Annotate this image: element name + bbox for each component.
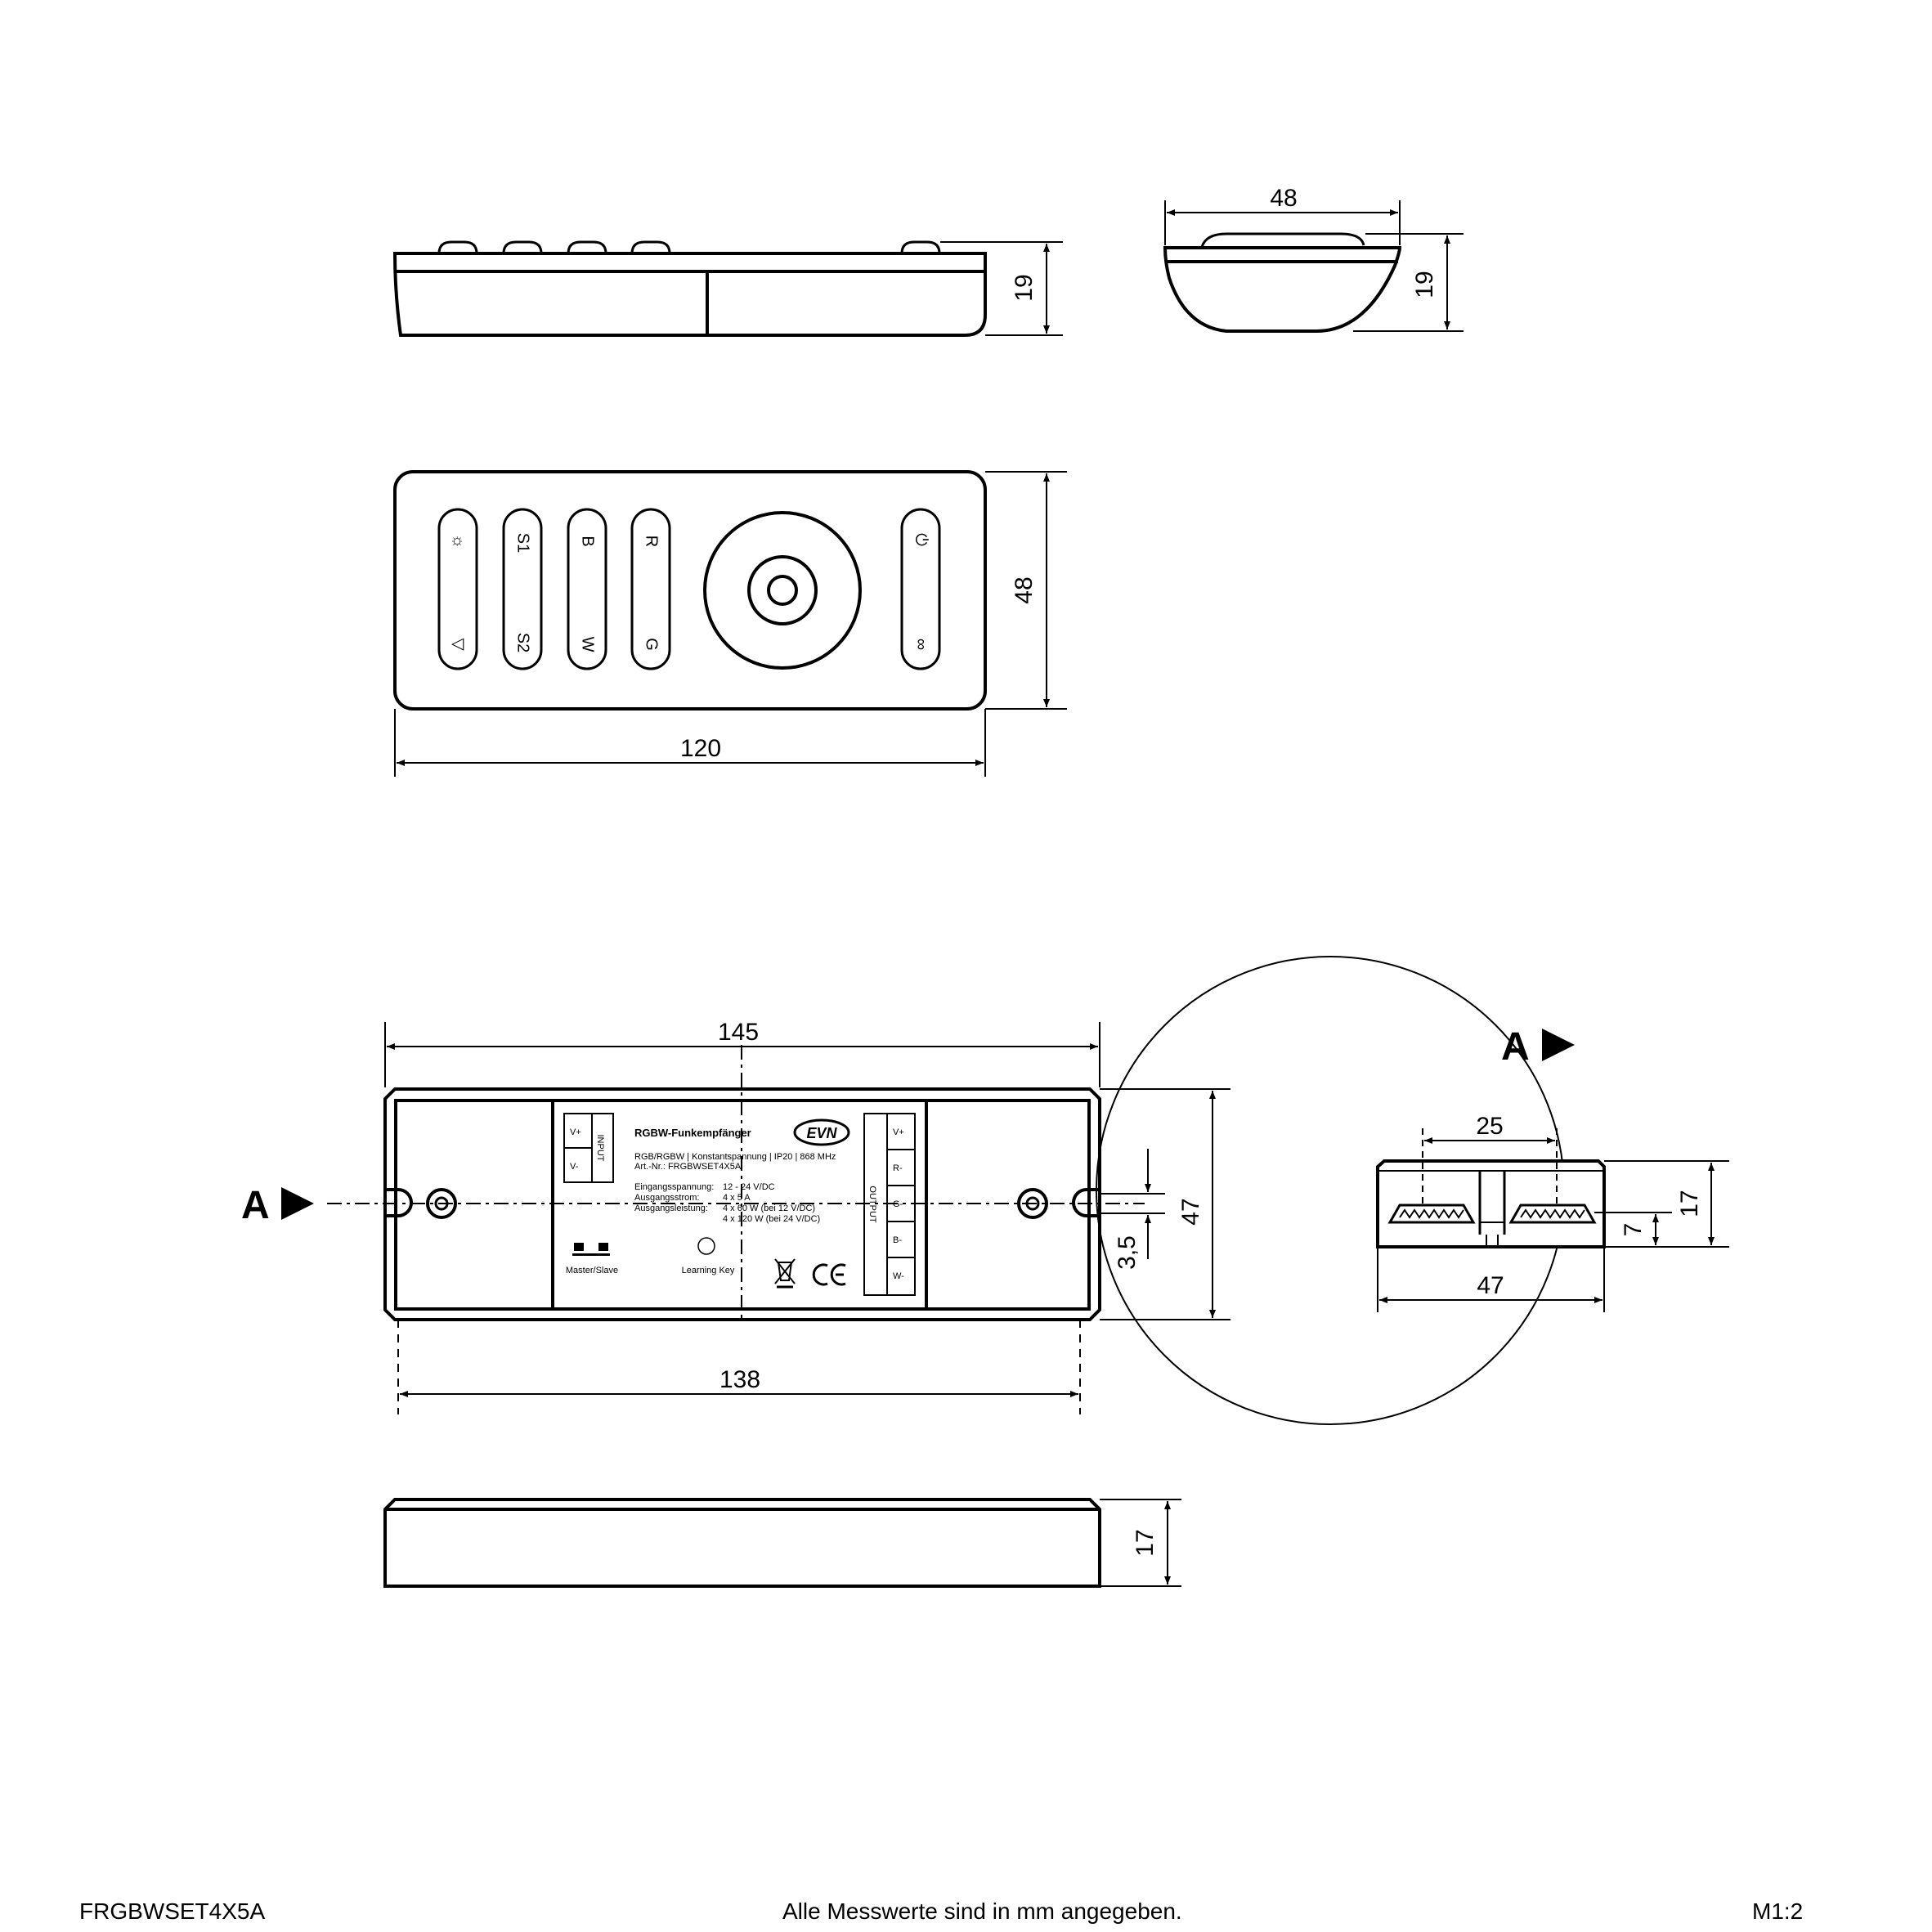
detail-a-outer-width-label: 47 [1477, 1272, 1504, 1299]
spec-value: 4 x 60 W (bei 12 V/DC) [723, 1204, 815, 1213]
receiver-line2: Art.-Nr.: FRGBWSET4X5A [634, 1162, 742, 1172]
remote-top-view [393, 470, 987, 710]
receiver-length-total-label: 145 [718, 1019, 759, 1046]
output-pin-vplus: V+ [893, 1127, 904, 1137]
detail-a-height-label: 17 [1676, 1190, 1703, 1217]
remote-top-length-label: 120 [680, 735, 721, 762]
footer-measurement-note: Alle Messwerte sind in mm angegeben. [782, 1898, 1182, 1924]
detail-a-arrow-icon [1542, 1029, 1575, 1061]
spec-value: 12 - 24 V/DC [723, 1182, 775, 1192]
remote-button-labels: ☼ ▽ S1 S2 B W R G ⏻ ∞ [450, 533, 930, 652]
output-pin-r: R- [893, 1163, 903, 1173]
remote-end-height-label: 19 [1411, 271, 1438, 298]
detail-a-inner-width-label: 25 [1476, 1113, 1503, 1140]
btn-mode-icon: ▽ [450, 638, 468, 651]
spec-key: Eingangsspannung: [634, 1182, 714, 1192]
detail-a-title: A [1501, 1025, 1530, 1069]
remote-top-height-label: 48 [1011, 576, 1038, 603]
learning-key-label: Learning Key [682, 1266, 735, 1275]
output-pin-w: W- [893, 1271, 904, 1281]
footer-scale: M1:2 [1752, 1898, 1804, 1924]
btn-b-label: B [579, 536, 597, 546]
output-pin-g: G- [893, 1199, 903, 1209]
dim-remote-side-height [940, 241, 1063, 336]
spec-value: 4 x 5 A [723, 1193, 751, 1203]
input-title: INPUT [595, 1135, 605, 1162]
receiver-length-holes-label: 138 [719, 1366, 760, 1393]
dim-remote-end [1164, 200, 1464, 332]
receiver-center-lines [327, 1045, 1145, 1320]
btn-r-label: R [643, 536, 661, 547]
input-pin-vplus: V+ [570, 1127, 581, 1137]
output-title: OUTPUT [867, 1186, 877, 1223]
weee-icon [774, 1258, 796, 1289]
receiver-side-view [383, 1498, 1101, 1588]
remote-side-view [392, 240, 987, 337]
section-marker-left: A [241, 1184, 270, 1227]
receiver-line1: RGB/RGBW | Konstantspannung | IP20 | 868… [634, 1152, 836, 1162]
input-pin-vminus: V- [570, 1162, 579, 1172]
remote-button-col2 [502, 508, 543, 670]
receiver-title: RGBW-Funkempfänger [634, 1127, 751, 1139]
receiver-side-height-label: 17 [1132, 1529, 1159, 1556]
remote-button-col3 [567, 508, 607, 670]
master-slave-label: Master/Slave [566, 1266, 618, 1275]
btn-brightness-icon: ☼ [450, 534, 468, 549]
output-pin-b: B- [893, 1235, 902, 1245]
btn-s1-label: S1 [514, 533, 532, 553]
remote-button-col1 [437, 508, 478, 670]
detail-a-port-right [1508, 1204, 1597, 1224]
evn-logo: EVN [793, 1118, 850, 1146]
remote-wheel-center [767, 575, 798, 606]
ce-mark-icon [812, 1263, 846, 1286]
remote-wheel-middle [747, 555, 818, 625]
receiver-spec-table: Eingangsspannung: 12 - 24 V/DC Ausgangss… [634, 1182, 820, 1224]
detail-a-port-height-label: 7 [1620, 1223, 1647, 1237]
learning-key-button [697, 1237, 715, 1255]
receiver-hole-offset-label: 3,5 [1114, 1235, 1141, 1270]
detail-a-port-left [1387, 1204, 1476, 1224]
receiver-input-terminal [563, 1113, 614, 1183]
spec-value: 4 x 120 W (bei 24 V/DC) [723, 1214, 820, 1224]
spec-key: Ausgangsleistung: [634, 1204, 708, 1213]
btn-s2-label: S2 [514, 633, 532, 652]
btn-w-label: W [579, 637, 597, 652]
dim-detail-a [1377, 1128, 1729, 1312]
footer-article-number: FRGBWSET4X5A [79, 1898, 266, 1924]
remote-button-col6 [900, 508, 941, 670]
section-arrow-left-icon [281, 1187, 314, 1220]
remote-side-height-label: 19 [1011, 274, 1038, 301]
dim-remote-top [394, 471, 1067, 777]
power-icon: ⏻ [912, 533, 930, 546]
receiver-height-label: 47 [1177, 1198, 1204, 1225]
spec-key: Ausgangsstrom: [634, 1193, 699, 1203]
evn-logo-text: EVN [806, 1125, 837, 1141]
scene-icon: ∞ [912, 639, 930, 650]
btn-g-label: G [643, 638, 661, 651]
dim-receiver-side [1100, 1499, 1181, 1587]
remote-wheel-outer [703, 511, 862, 670]
dim-receiver [384, 1022, 1230, 1414]
remote-end-width-label: 48 [1270, 185, 1297, 212]
remote-button-col4 [630, 508, 671, 670]
master-slave-switch-icon [572, 1243, 610, 1256]
remote-end-view [1163, 232, 1402, 333]
